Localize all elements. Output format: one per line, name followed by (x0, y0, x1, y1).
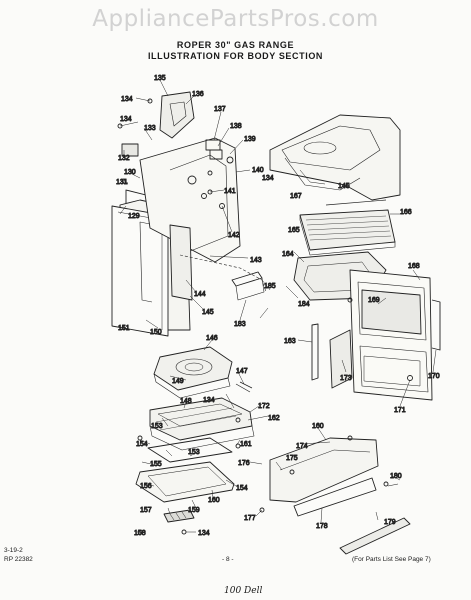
footer-page-number: - 8 - (222, 556, 234, 563)
drawer-group (135, 397, 255, 535)
insulation-145 (169, 224, 193, 301)
door-hinge-170 (431, 299, 441, 351)
callout-167: 167 (290, 193, 302, 200)
hinge-bracket-173 (329, 329, 353, 389)
rear-panel-hole (187, 175, 197, 185)
callout-155: 155 (150, 461, 162, 468)
callout-145b: 145 (338, 183, 350, 190)
kickplate-group (259, 435, 411, 555)
callout-154a: 154 (136, 441, 148, 448)
callout-153b: 153 (188, 449, 200, 456)
callout-156: 156 (140, 483, 152, 490)
footer-code-2: RP 22382 (4, 556, 33, 563)
callout-172: 172 (258, 403, 270, 410)
watermark: AppliancePartsPros.com (92, 6, 379, 32)
callout-160b: 160 (312, 423, 324, 430)
callout-137: 137 (214, 106, 226, 113)
callout-141: 141 (224, 188, 236, 195)
toe-rail-179 (339, 517, 411, 555)
callout-161: 161 (240, 441, 252, 448)
callout-134a: 134 (121, 96, 133, 103)
trim-strip-183 (231, 271, 263, 287)
callout-185: 185 (264, 283, 276, 290)
burner-tray-group (153, 346, 253, 399)
callout-145a: 145 (202, 309, 214, 316)
callout-183: 183 (234, 321, 246, 328)
callout-168: 168 (408, 263, 420, 270)
callout-174: 174 (296, 443, 308, 450)
callout-138: 138 (230, 123, 242, 130)
callout-147: 147 (236, 368, 248, 375)
callout-178: 178 (316, 523, 328, 530)
callout-157: 157 (140, 507, 152, 514)
callout-131: 131 (116, 179, 128, 186)
kickplate-175 (269, 437, 379, 503)
body-panels-group (111, 91, 267, 337)
callout-151: 151 (118, 325, 130, 332)
callout-159: 159 (188, 507, 200, 514)
diagram-subtitle: ILLUSTRATION FOR BODY SECTION (147, 51, 324, 61)
callout-176: 176 (238, 460, 250, 467)
callout-166: 166 (400, 209, 412, 216)
callout-175: 175 (286, 455, 298, 462)
footer-parts-note: (For Parts List See Page 7) (352, 556, 431, 563)
latch-163 (311, 323, 319, 381)
callout-173: 173 (340, 375, 352, 382)
footer-code-1: 3-19-2 (4, 547, 23, 554)
callout-154b: 154 (236, 485, 248, 492)
callout-170: 170 (428, 373, 440, 380)
callout-134d: 134 (203, 397, 215, 404)
callout-144: 144 (194, 291, 206, 298)
callout-136: 136 (192, 91, 204, 98)
footer-signature: 100 Dell (224, 586, 263, 596)
callout-160a: 160 (208, 497, 220, 504)
callout-134b: 134 (120, 116, 132, 123)
callout-139: 139 (244, 136, 256, 143)
callout-132: 132 (118, 155, 130, 162)
callout-158: 158 (134, 530, 146, 537)
oven-cavity-group (269, 114, 441, 401)
callout-184: 184 (298, 301, 310, 308)
callout-179: 179 (384, 519, 396, 526)
callout-130: 130 (124, 169, 136, 176)
callout-177: 177 (244, 515, 256, 522)
drawer-bottom-156 (135, 461, 235, 503)
oven-rack-165 (299, 209, 396, 251)
callout-171: 171 (394, 407, 406, 414)
callout-164: 164 (282, 251, 294, 258)
callout-169: 169 (368, 297, 380, 304)
callout-163: 163 (284, 338, 296, 345)
bracket-132 (121, 143, 139, 157)
callout-162: 162 (268, 415, 280, 422)
cooktop-panel (269, 114, 401, 201)
oven-door-frame-168 (349, 269, 433, 401)
leader-lines (119, 79, 437, 533)
callout-153a: 153 (151, 423, 163, 430)
callout-133: 133 (144, 125, 156, 132)
drawer-front-157 (163, 509, 195, 523)
callout-142: 142 (228, 232, 240, 239)
door-window (361, 289, 422, 335)
callout-134e: 134 (198, 530, 210, 537)
vent-duct-135 (159, 91, 195, 139)
callout-140: 140 (252, 167, 264, 174)
burner-tray-146 (153, 346, 233, 391)
callout-143: 143 (250, 257, 262, 264)
callout-149: 149 (172, 378, 184, 385)
callout-135: 135 (154, 75, 166, 82)
callout-labels: 129 130 131 132 133 134 134 134 134 134 … (116, 75, 441, 538)
callout-148: 148 (180, 398, 192, 405)
callout-134c: 134 (262, 175, 274, 182)
rear-panel (139, 137, 241, 263)
callout-146: 146 (206, 335, 218, 342)
callout-165: 165 (288, 227, 300, 234)
callout-180: 180 (390, 473, 402, 480)
diagram-title: ROPER 30" GAS RANGE (176, 40, 295, 50)
kickplate-strip-178 (293, 477, 377, 517)
drawer-liner-153 (147, 437, 233, 463)
callout-129: 129 (128, 213, 140, 220)
callout-150: 150 (150, 329, 162, 336)
